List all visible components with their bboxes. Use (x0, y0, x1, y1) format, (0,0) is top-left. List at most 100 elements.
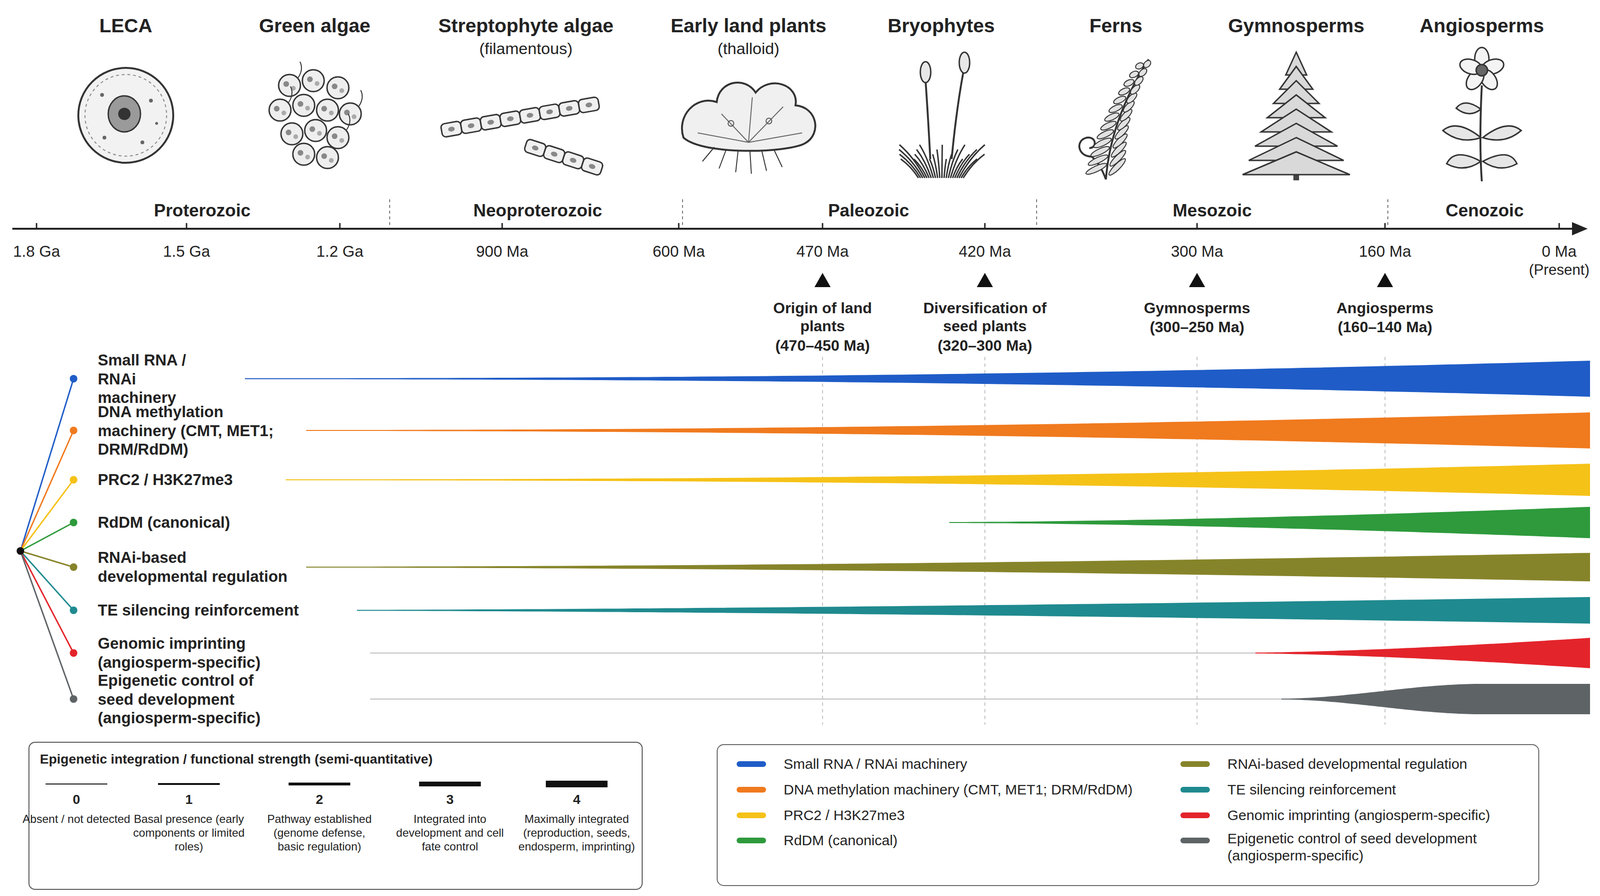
event-markers (1188, 272, 1206, 288)
stream-band (306, 412, 1591, 449)
fern-pinna (1122, 77, 1136, 88)
fern-pinna (1128, 69, 1140, 79)
era-label: Cenozoic (1445, 200, 1524, 222)
scale-description: Absent / not detected (17, 812, 136, 827)
stream-band (285, 463, 1591, 496)
alga-cell (309, 126, 316, 132)
pathway-dot (69, 426, 78, 435)
pathway-dot (69, 606, 78, 615)
filament-cell (538, 103, 561, 121)
legend-swatch (1180, 812, 1210, 819)
tree-branch (20, 551, 74, 654)
fern-pinna (1103, 111, 1121, 123)
legend-text: Genomic imprinting (angiosperm-specific) (1227, 806, 1491, 824)
legend-swatch (736, 812, 767, 819)
filament-cell (486, 119, 495, 125)
time-tick: 420 Ma (958, 242, 1011, 262)
grid-lines (822, 356, 824, 725)
pathway-label: TE silencing reinforcement (97, 600, 300, 620)
event-markers (814, 272, 1394, 288)
legend-text: RNAi-based developmental regulation (1227, 755, 1468, 773)
scale-number: 1 (185, 791, 193, 808)
era-separators (389, 199, 1388, 225)
lineage-title: (filamentous) (479, 38, 573, 59)
filament-cell (479, 113, 502, 131)
pathway-label: Epigenetic control of seed development (… (97, 671, 293, 728)
legend-text: Epigenetic control of seed development (… (1227, 830, 1494, 865)
legend-frame (717, 744, 1539, 886)
pathway-label: RNAi-based developmental regulation (97, 548, 293, 586)
era-separators (682, 199, 684, 225)
alga-cell (273, 105, 280, 112)
moss-leaf (959, 144, 985, 178)
bryophyte-icon (898, 52, 985, 178)
time-tick: 300 Ma (1170, 242, 1224, 262)
filament-cell (569, 157, 577, 164)
leca-cell (118, 107, 131, 121)
filament-cell (440, 121, 463, 138)
time-axis (1571, 222, 1588, 236)
lineage-title: LECA (99, 14, 153, 38)
alga-cell (283, 81, 290, 87)
legend-text: DNA methylation machinery (CMT, MET1; DR… (783, 781, 1133, 799)
gymnosperm-icon (1242, 52, 1350, 181)
time-axis (12, 222, 1588, 236)
leca-cell (100, 93, 104, 97)
alga-cell (293, 134, 299, 140)
thalloid-icon (728, 120, 734, 127)
tree-branch (20, 479, 74, 552)
filament-cell (526, 112, 534, 119)
scale-number: 2 (315, 791, 324, 808)
axis-tick (501, 223, 504, 229)
pathway-label: PRC2 / H3K27me3 (97, 470, 233, 490)
thalloid-icon (682, 82, 816, 174)
moss-leaf (954, 154, 970, 178)
time-tick: (Present) (1528, 261, 1590, 279)
axis-tick (984, 223, 986, 229)
filament (440, 96, 600, 138)
alga-cell (281, 110, 287, 116)
leca-cell (108, 95, 141, 132)
pathway-label: Genomic imprinting (angiosperm-specific) (97, 634, 293, 672)
axis-tick (36, 223, 38, 229)
filament-cell (558, 100, 581, 117)
lineage-title: Green algae (259, 14, 371, 38)
fern-pinna (1142, 58, 1153, 69)
tree-branch (20, 430, 74, 552)
leca-cell (78, 67, 174, 163)
scale-samples (45, 784, 608, 785)
scale-description: Maximally integrated (reproduction, seed… (517, 812, 637, 854)
angiosperm-icon (1458, 47, 1507, 94)
stream-band (1281, 683, 1591, 715)
alga-cell (321, 105, 328, 112)
band-lead (370, 698, 1292, 700)
tree-branch (20, 551, 74, 700)
event-label: Origin of land plants (763, 299, 882, 336)
era-separators (1387, 199, 1389, 225)
alga-cell (292, 94, 315, 117)
moss-leaf (932, 154, 938, 178)
thalloid-icon (702, 147, 783, 174)
thalloid-icon (697, 97, 803, 143)
tree-branch (20, 522, 74, 552)
alga-cell (307, 76, 313, 83)
angiosperm-icon (1442, 102, 1522, 169)
pathway-dot (69, 518, 78, 527)
era-separators (389, 199, 391, 225)
time-tick: 900 Ma (476, 242, 529, 262)
fern-icon (1079, 58, 1152, 180)
angiosperm-icon (1480, 85, 1482, 182)
alga-cell (316, 99, 339, 122)
leca-cell (140, 140, 145, 145)
alga-cell (339, 138, 345, 143)
bryophyte-icon (920, 61, 931, 83)
alga-cell (351, 114, 357, 120)
alga-cell (304, 119, 327, 142)
legend-swatch (736, 761, 767, 768)
filament-cell (506, 115, 515, 122)
event-markers (814, 272, 831, 288)
event-label: (320–300 Ma) (937, 336, 1032, 355)
alga-cell (269, 99, 291, 122)
bryophyte-icon (951, 71, 964, 160)
alga-cell (280, 122, 303, 145)
